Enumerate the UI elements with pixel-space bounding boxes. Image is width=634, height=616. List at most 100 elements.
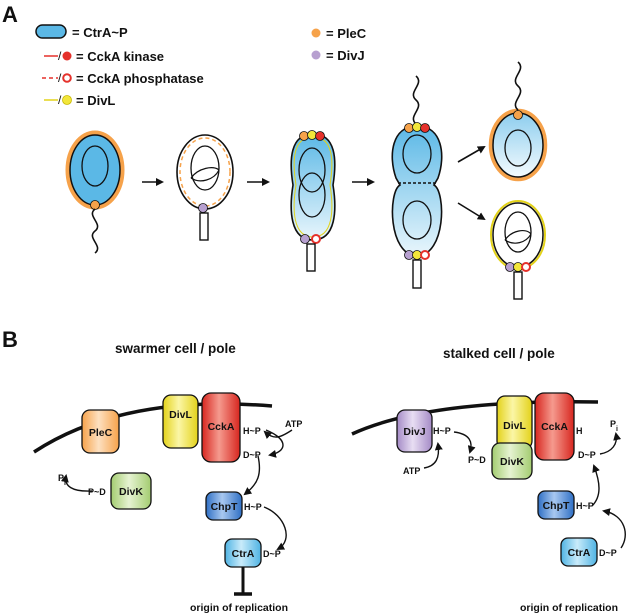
chromosome [402, 200, 432, 240]
svg-text:CckA: CckA [208, 421, 235, 433]
divj-dot [198, 203, 208, 213]
atp-label: ATP [403, 466, 420, 476]
ccka-kinase-dot [315, 131, 325, 141]
swarmer-pathway: swarmer cell / pole PleC DivL CckA H~P D… [33, 341, 302, 614]
chpt-protein: ChpT [205, 491, 243, 521]
ccka-to-chpt-arrow [243, 455, 261, 496]
plec-legend-dot [311, 28, 321, 38]
svg-text:CtrA: CtrA [232, 548, 255, 560]
plec-protein: PleC [81, 409, 120, 454]
legend-divl-label: = DivL [76, 93, 115, 108]
arrow [457, 202, 486, 221]
legend-ctra-label: = CtrA~P [72, 25, 128, 40]
svg-text:PleC: PleC [89, 427, 113, 439]
divl-legend-dot [62, 95, 72, 105]
chromosome [298, 172, 326, 218]
phosphotransfer-arrow [265, 429, 284, 458]
divj-legend-dot [311, 50, 321, 60]
legend-divj-label: = DivJ [326, 48, 365, 63]
ccka-dp-label: D~P [578, 450, 596, 460]
ctra-legend-swatch [35, 24, 67, 39]
origin-label: origin of replication [520, 602, 618, 614]
ccka-phosphatase-dot [420, 250, 430, 260]
ctra-protein: CtrA [224, 538, 262, 568]
slash-glyph: / [58, 93, 62, 107]
divk-pd-label: P~D [468, 455, 486, 465]
slash-glyph: / [58, 71, 62, 85]
ctra-to-chpt-arrow [602, 508, 626, 549]
svg-text:DivK: DivK [500, 456, 524, 468]
divl-dot [307, 130, 317, 140]
panel-label-a: A [2, 2, 18, 27]
chpt-to-ctra-arrow [263, 506, 287, 550]
legend: = CtrA~P / = CckA kinase / = CckA phosph… [35, 24, 367, 108]
pi-label: Pi [610, 419, 618, 433]
ccka-protein: CckA [201, 392, 241, 463]
divk-protein: DivK [110, 472, 152, 510]
svg-text:ChpT: ChpT [543, 500, 570, 512]
ccka-phosphatase-dot [311, 234, 321, 244]
ccka-kinase-legend-dot [62, 51, 72, 61]
chpt-hp-label: H~P [244, 502, 262, 512]
stalk [412, 259, 422, 289]
ctra-dp-label: D~P [263, 549, 281, 559]
stalked-cell [176, 134, 234, 241]
arrow [457, 146, 486, 163]
divl-protein: DivL [162, 394, 199, 449]
phosphotransfer-arrow [453, 431, 476, 454]
ctra-dp-label: D~P [599, 548, 617, 558]
pi-label: Pi [58, 473, 66, 487]
predivisional-cell [290, 130, 336, 272]
svg-text:ChpT: ChpT [211, 501, 238, 513]
ccka-dp-label: D~P [243, 450, 261, 460]
ccka-phosphatase-legend-dot [62, 73, 72, 83]
chromosome [504, 211, 532, 253]
svg-text:CckA: CckA [541, 421, 568, 433]
daughter-stalked-cell [490, 200, 546, 300]
divk-protein: DivK [491, 442, 533, 480]
dephosphorylation-arrow [599, 432, 622, 455]
svg-text:DivK: DivK [119, 486, 143, 498]
chpt-to-ccka-arrow [591, 464, 600, 507]
swarmer-cell [65, 130, 125, 254]
plec-dot [299, 131, 309, 141]
dephosphorylation-arrow [60, 474, 93, 492]
stalk [199, 212, 209, 241]
chromosome [298, 147, 326, 193]
atp-label: ATP [285, 419, 302, 429]
svg-text:DivL: DivL [503, 420, 526, 432]
panel-label-b: B [2, 327, 18, 352]
plec-dot [513, 110, 523, 120]
late-predivisional-cell [391, 75, 443, 289]
slash-glyph: / [58, 49, 62, 63]
divl-protein: DivL [496, 395, 533, 450]
svg-text:CtrA: CtrA [568, 547, 591, 559]
stalk [513, 271, 523, 300]
flagellum [514, 61, 522, 111]
chromosome [402, 134, 432, 174]
legend-ccka-kinase-label: = CckA kinase [76, 49, 164, 64]
divj-hp-label: H~P [433, 426, 451, 436]
svg-text:DivJ: DivJ [403, 426, 425, 438]
divj-dot [300, 234, 310, 244]
svg-text:DivL: DivL [169, 409, 192, 421]
origin-label: origin of replication [190, 602, 288, 614]
divj-protein: DivJ [396, 409, 433, 453]
swarmer-title: swarmer cell / pole [115, 341, 236, 356]
legend-ccka-phosphatase-label: = CckA phosphatase [76, 71, 204, 86]
divk-pd-label: P~D [88, 487, 106, 497]
atp-arrow [423, 442, 443, 469]
ccka-kinase-dot [420, 123, 430, 133]
chromosome [81, 145, 109, 187]
divl-dot [412, 122, 422, 132]
plec-dot [404, 123, 414, 133]
ctra-protein: CtrA [560, 537, 598, 567]
plec-dot [90, 200, 100, 210]
stalked-pathway: stalked cell / pole DivJ H~P ATP DivL Cc… [351, 346, 626, 614]
stalk [306, 243, 316, 272]
ccka-hp-label: H~P [243, 426, 261, 436]
stalked-title: stalked cell / pole [443, 346, 555, 361]
chromosome [504, 129, 532, 167]
chpt-protein: ChpT [537, 490, 575, 520]
